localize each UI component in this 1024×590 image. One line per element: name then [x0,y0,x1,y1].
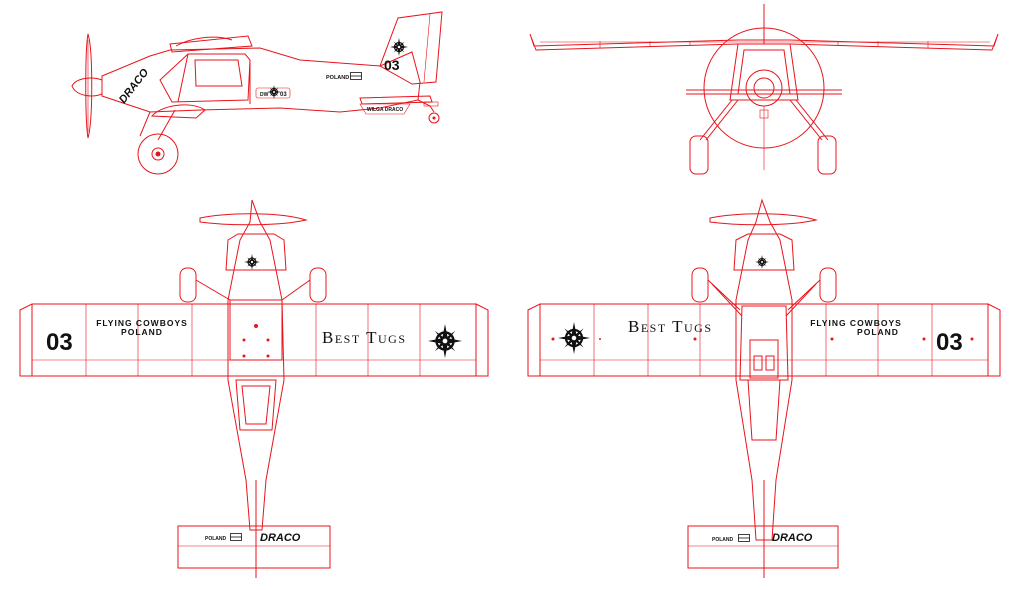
compass-rose-icon [558,322,590,354]
top-view: 03 FLYING COWBOYS POLAND Best Tugs POLAN… [19,199,489,578]
flag-icon [230,533,242,541]
flag-label: POLAND [326,75,349,81]
tailplane [177,525,331,569]
wing-number: 03 [46,329,73,356]
compass-rose-icon [390,38,408,56]
wing-text-line1: FLYING COWBOYS [810,318,902,328]
tailplane [687,525,839,569]
tail-number: 03 [384,57,400,73]
right-wheel [819,267,837,303]
wing-slogan: Best Tugs [322,328,407,347]
compass-rose-icon [755,255,769,269]
propeller-icon [85,33,93,139]
left-wheel [179,267,197,303]
compass-rose-icon [428,324,462,358]
compass-rose-icon [267,85,281,99]
wing-text-line2: POLAND [857,327,899,337]
right-wheel [309,267,327,303]
nose-label: DRACO [117,66,152,106]
wing-number: 03 [936,329,963,356]
wing-slogan: Best Tugs [628,317,713,336]
bottom-view: Best Tugs FLYING COWBOYS POLAND 03 POLAN… [527,198,1001,578]
wing-text-line1: FLYING COWBOYS [96,318,188,328]
tail-flag-label: POLAND [205,536,227,542]
wing-text-line2: POLAND [121,327,163,337]
belly-label: WILGA DRACO [367,107,403,113]
tail-flag-label: POLAND [712,537,734,543]
propeller-icon [709,213,818,226]
tail-label: DRACO [772,532,813,544]
front-view [529,4,999,175]
right-wheel [817,135,837,175]
wing [31,303,477,377]
left-wheel [689,135,709,175]
flag-icon [738,534,750,542]
compass-rose-icon [244,254,260,270]
left-wheel [691,267,709,303]
tail-label: DRACO [260,532,301,544]
badge-left: DW [260,92,269,98]
main-wheel [137,133,179,175]
side-view: WILGA DRACO DRACO 03 POLAND DW 03 [71,11,443,175]
propeller-icon [199,213,308,226]
badge-right: 03 [280,92,287,98]
flag-icon [350,72,362,80]
